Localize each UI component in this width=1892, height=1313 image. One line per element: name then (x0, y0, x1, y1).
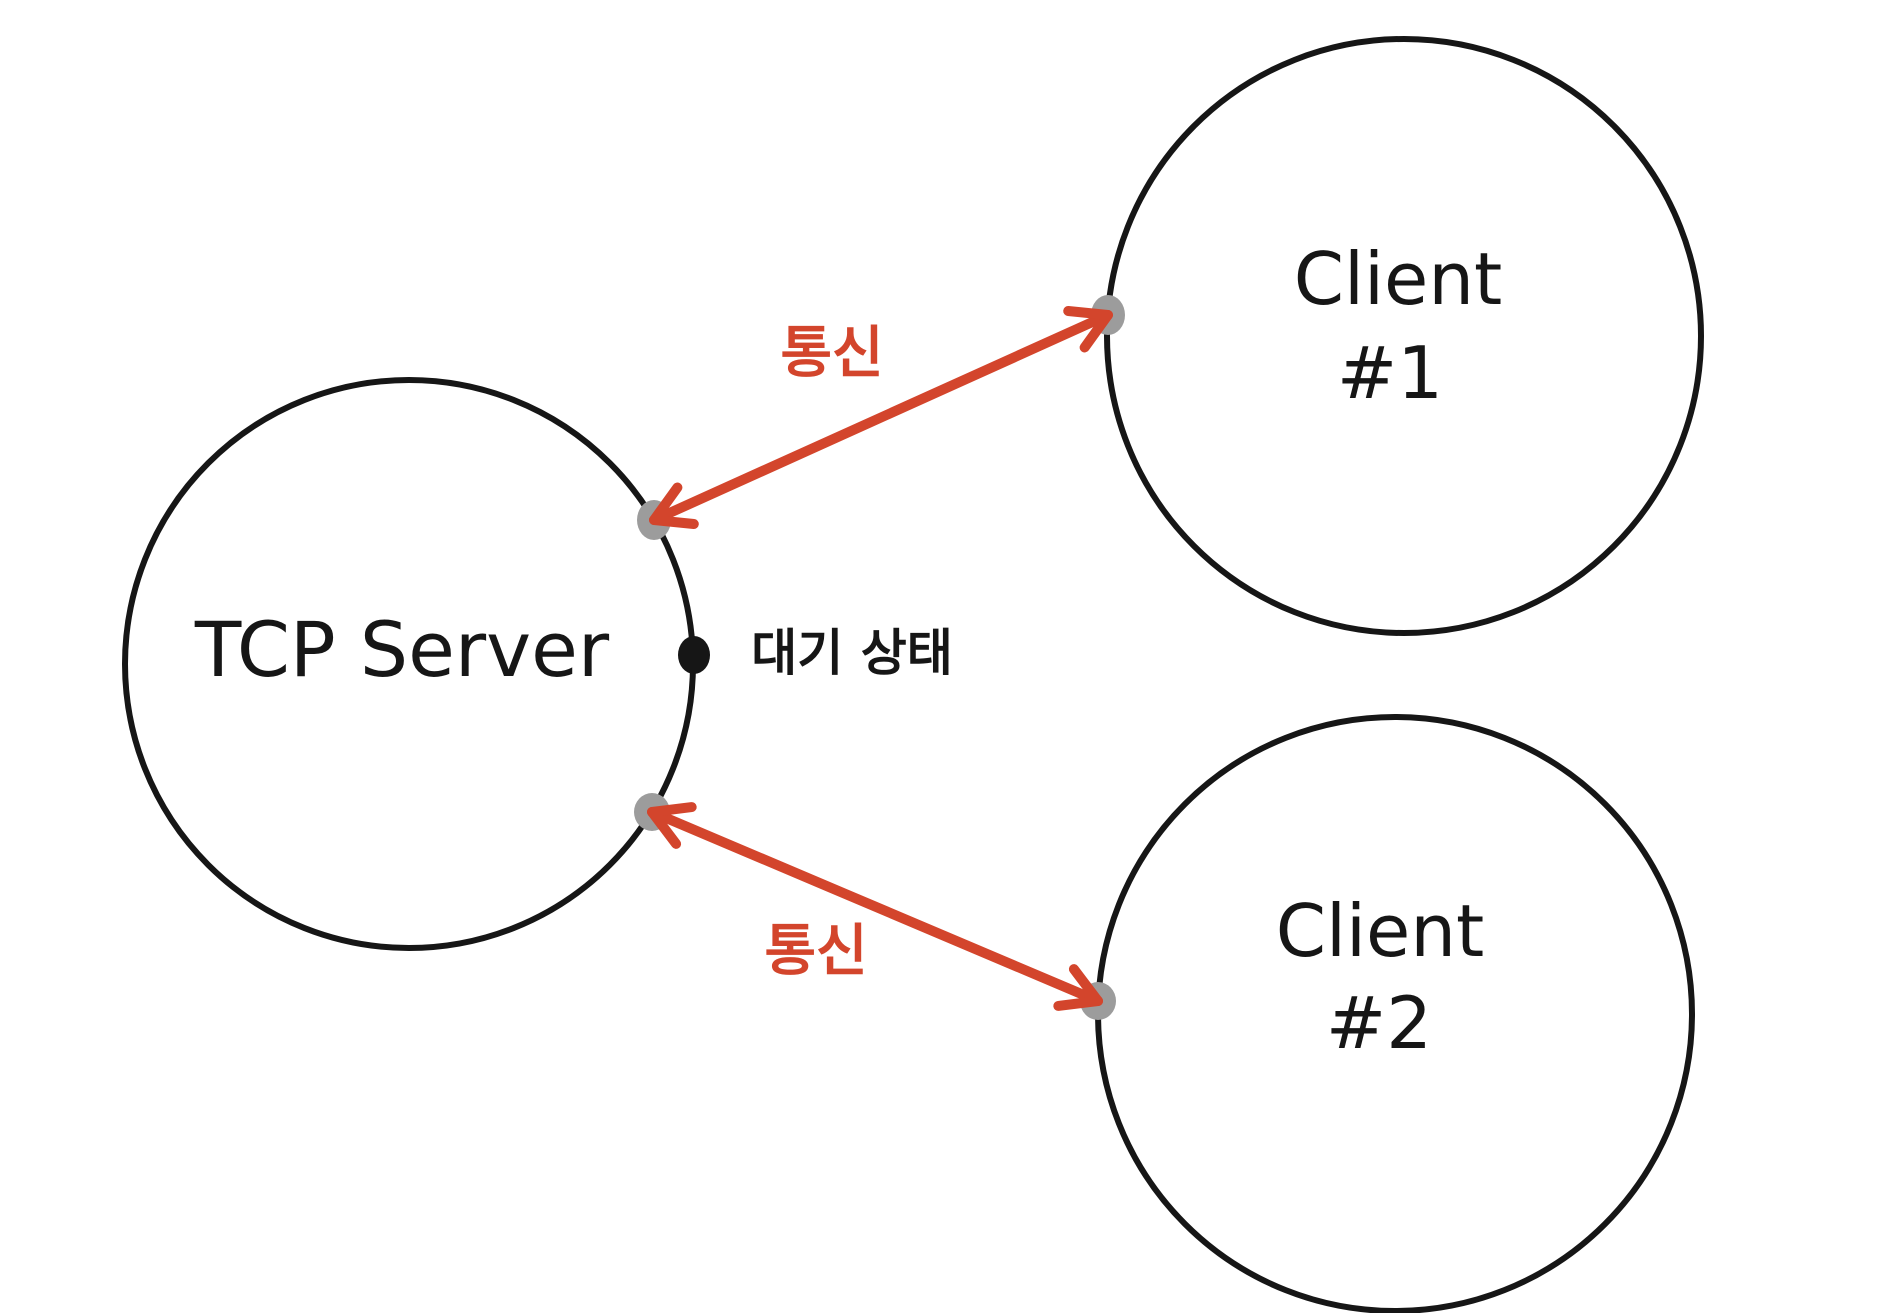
tcp-server-label: TCP Server (194, 605, 610, 694)
comm-arrow-1-head-server-icon (649, 482, 699, 529)
client2-number: #2 (1326, 981, 1432, 1065)
comm-arrow-1-head-client-icon (1063, 306, 1113, 353)
comm-arrow-2-line (647, 807, 1103, 1006)
comm-arrow-1-line (649, 310, 1113, 525)
client2-label: Client (1276, 889, 1484, 973)
client1-label: Client (1294, 237, 1502, 321)
comm-label-2: 통신 (764, 919, 867, 984)
waiting-state-label: 대기 상태 (751, 624, 952, 682)
comm-label-1: 통신 (780, 321, 883, 386)
comm-arrow-server-client1 (649, 306, 1113, 529)
comm-arrow-server-client2 (647, 802, 1103, 1011)
comm-arrow-2-head-server-icon (647, 802, 697, 849)
comm-arrow-2-head-client-icon (1053, 964, 1103, 1011)
client1-number: #1 (1337, 331, 1443, 415)
waiting-state-dot (678, 636, 710, 674)
client1-circle (1104, 36, 1704, 636)
